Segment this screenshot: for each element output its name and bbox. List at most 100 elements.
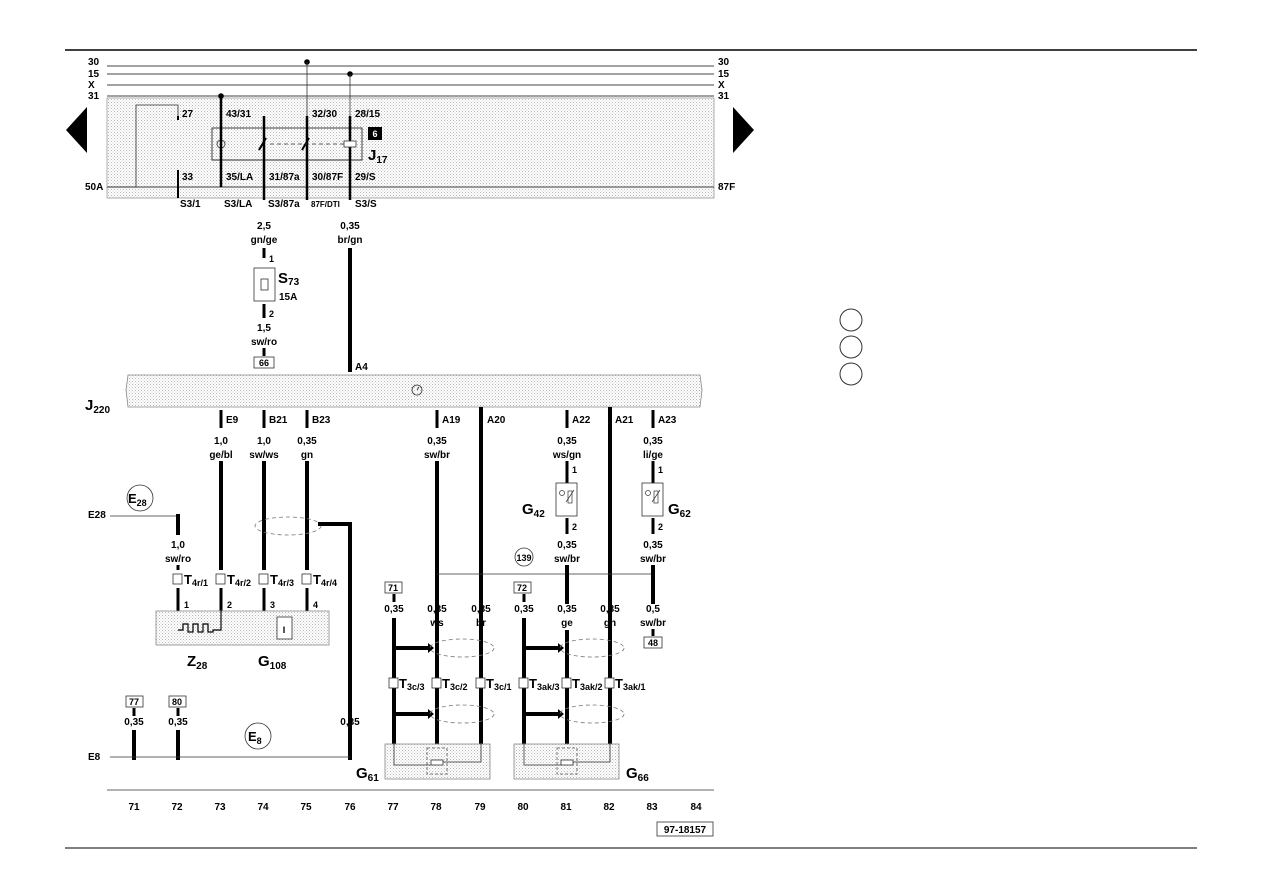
ecu-pin-a22: A22 [572,415,591,426]
arrow-left-icon[interactable] [66,107,87,153]
column-82: 82 [603,802,615,813]
t3c-2: T3c/2 [442,676,467,692]
connector-s3-s: S3/S [355,199,377,210]
wire-size-b23: 0,35 [297,436,317,447]
t4r-4: T4r/4 [313,572,337,588]
wire-color-fuse-out: sw/ro [251,337,277,348]
wire-size-79: 0,35 [471,604,491,615]
wire-size-77: 0,35 [384,604,404,615]
wire-size-a4: 0,35 [340,221,360,232]
g108-label: G108 [258,653,287,672]
e8-circle [244,722,272,750]
g66-label: G66 [626,765,649,784]
wire-size-g62: 0,35 [643,540,663,551]
ref-71: 71 [388,583,398,593]
g42-label: G42 [522,501,545,520]
legend-circle [839,335,863,359]
wire-color-e9: ge/bl [209,450,233,461]
g62-label: G62 [668,501,691,520]
fuse-pin-2: 2 [269,309,274,319]
g42-pin-2: 2 [572,522,577,532]
column-79: 79 [474,802,486,813]
wire-size-72: 0,35 [168,717,188,728]
wire-color-83: sw/br [640,618,666,629]
e28-label: E28 [128,491,147,508]
t3c-3: T3c/3 [399,676,424,692]
column-75: 75 [300,802,312,813]
column-76: 76 [344,802,356,813]
t4r-pin-2: 2 [227,600,232,610]
wire-size-81: 0,35 [557,604,577,615]
terminal-e8: E8 [88,752,101,763]
e28-circle [126,484,154,512]
wire-size-e9: 1,0 [214,436,228,447]
relay-pin-28-15: 28/15 [355,109,380,120]
column-73: 73 [214,802,226,813]
relay-pin-30-87f: 30/87F [312,172,343,183]
ref-48: 48 [648,638,658,648]
power-bus [107,65,714,188]
ecu-pin-b23: B23 [312,415,331,426]
connector-t4r [172,573,312,585]
column-71: 71 [128,802,140,813]
column-81: 81 [560,802,572,813]
connector-s3-1: S3/1 [180,199,201,210]
wire-color-b23: gn [301,450,313,461]
ground-point-139 [514,547,534,567]
relay-j17 [211,127,363,161]
column-77: 77 [387,802,399,813]
sensor-g66 [513,743,620,780]
t3ak-1: T3ak/1 [615,676,645,692]
t3ak-3: T3ak/3 [529,676,559,692]
fuse-s73 [253,267,276,302]
sensor-g62 [641,482,664,517]
t4r-2: T4r/2 [227,572,251,588]
central-electrics-box [106,97,715,199]
wire-size-76: 0,35 [340,717,360,728]
fuse-rating: 15A [279,292,297,303]
connector-s3-la: S3/LA [224,199,252,210]
connector-t3ak [518,677,615,689]
ground-139-label: 139 [516,553,531,563]
bus-label-15-right: 15 [718,69,730,80]
t4r-1: T4r/1 [184,572,208,588]
terminal-50a: 50A [85,182,103,193]
bus-label-31-left: 31 [88,91,100,102]
ecu-pin-b21: B21 [269,415,288,426]
wire-size-a23: 0,35 [643,436,663,447]
column-74: 74 [257,802,269,813]
ref-80: 80 [172,697,182,707]
fuse-label: S73 [278,270,300,288]
wire-color-s73-in: gn/ge [251,235,278,246]
connector-s3-87a: S3/87a [268,199,300,210]
wire-size-a22: 0,35 [557,436,577,447]
relay-badge [368,127,382,140]
column-78: 78 [430,802,442,813]
relay-pin-29-s: 29/S [355,172,376,183]
bus-label-30-right: 30 [718,57,730,68]
wire-color-81: ge [561,618,573,629]
wire-color-b21: sw/ws [249,450,279,461]
heater-z28-box [155,610,330,646]
ecu-j220 [125,374,703,408]
ecu-pin-e9: E9 [226,415,239,426]
wire-size-g42: 0,35 [557,540,577,551]
wire-size-82: 0,35 [600,604,620,615]
g62-pin-2: 2 [658,522,663,532]
wire-size-78: 0,35 [427,604,447,615]
wire-color-a23: li/ge [643,450,663,461]
ecu-pin-a21: A21 [615,415,634,426]
wire-color-a19: sw/br [424,450,450,461]
legend-circle [839,308,863,332]
bus-label-31-right: 31 [718,91,730,102]
fuse-pin-1: 1 [269,254,274,264]
relay-pin-31-87a: 31/87a [269,172,300,183]
wire-color-82: gn [604,618,616,629]
arrow-right-icon[interactable] [733,107,754,153]
wire-size-80: 0,35 [514,604,534,615]
t4r-pin-4: 4 [313,600,318,610]
z28-label: Z28 [187,653,208,672]
relay-label: J17 [368,147,388,166]
sensor-g42 [555,482,578,517]
